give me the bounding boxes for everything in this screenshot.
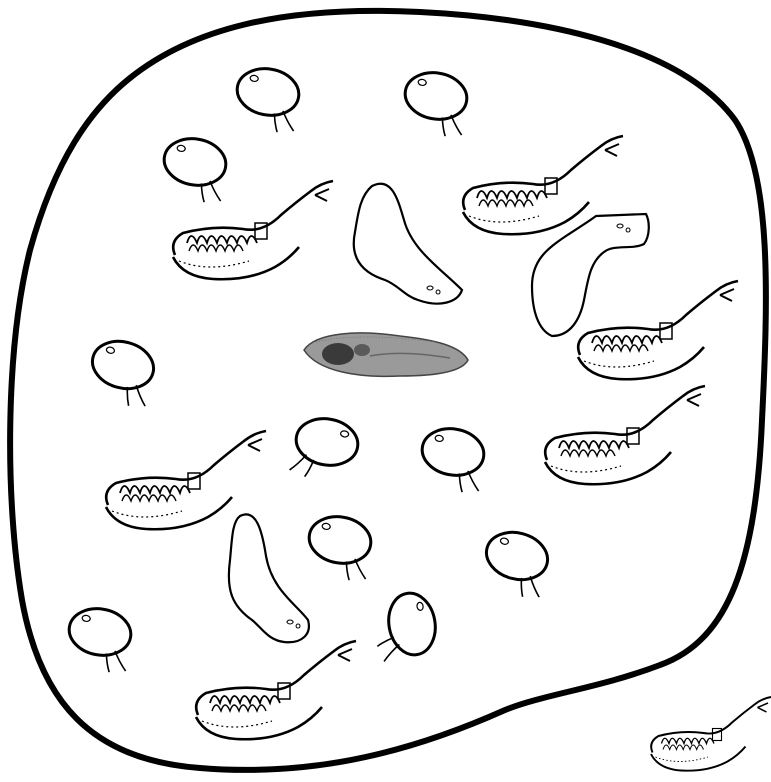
tailed-organism (651, 697, 771, 771)
